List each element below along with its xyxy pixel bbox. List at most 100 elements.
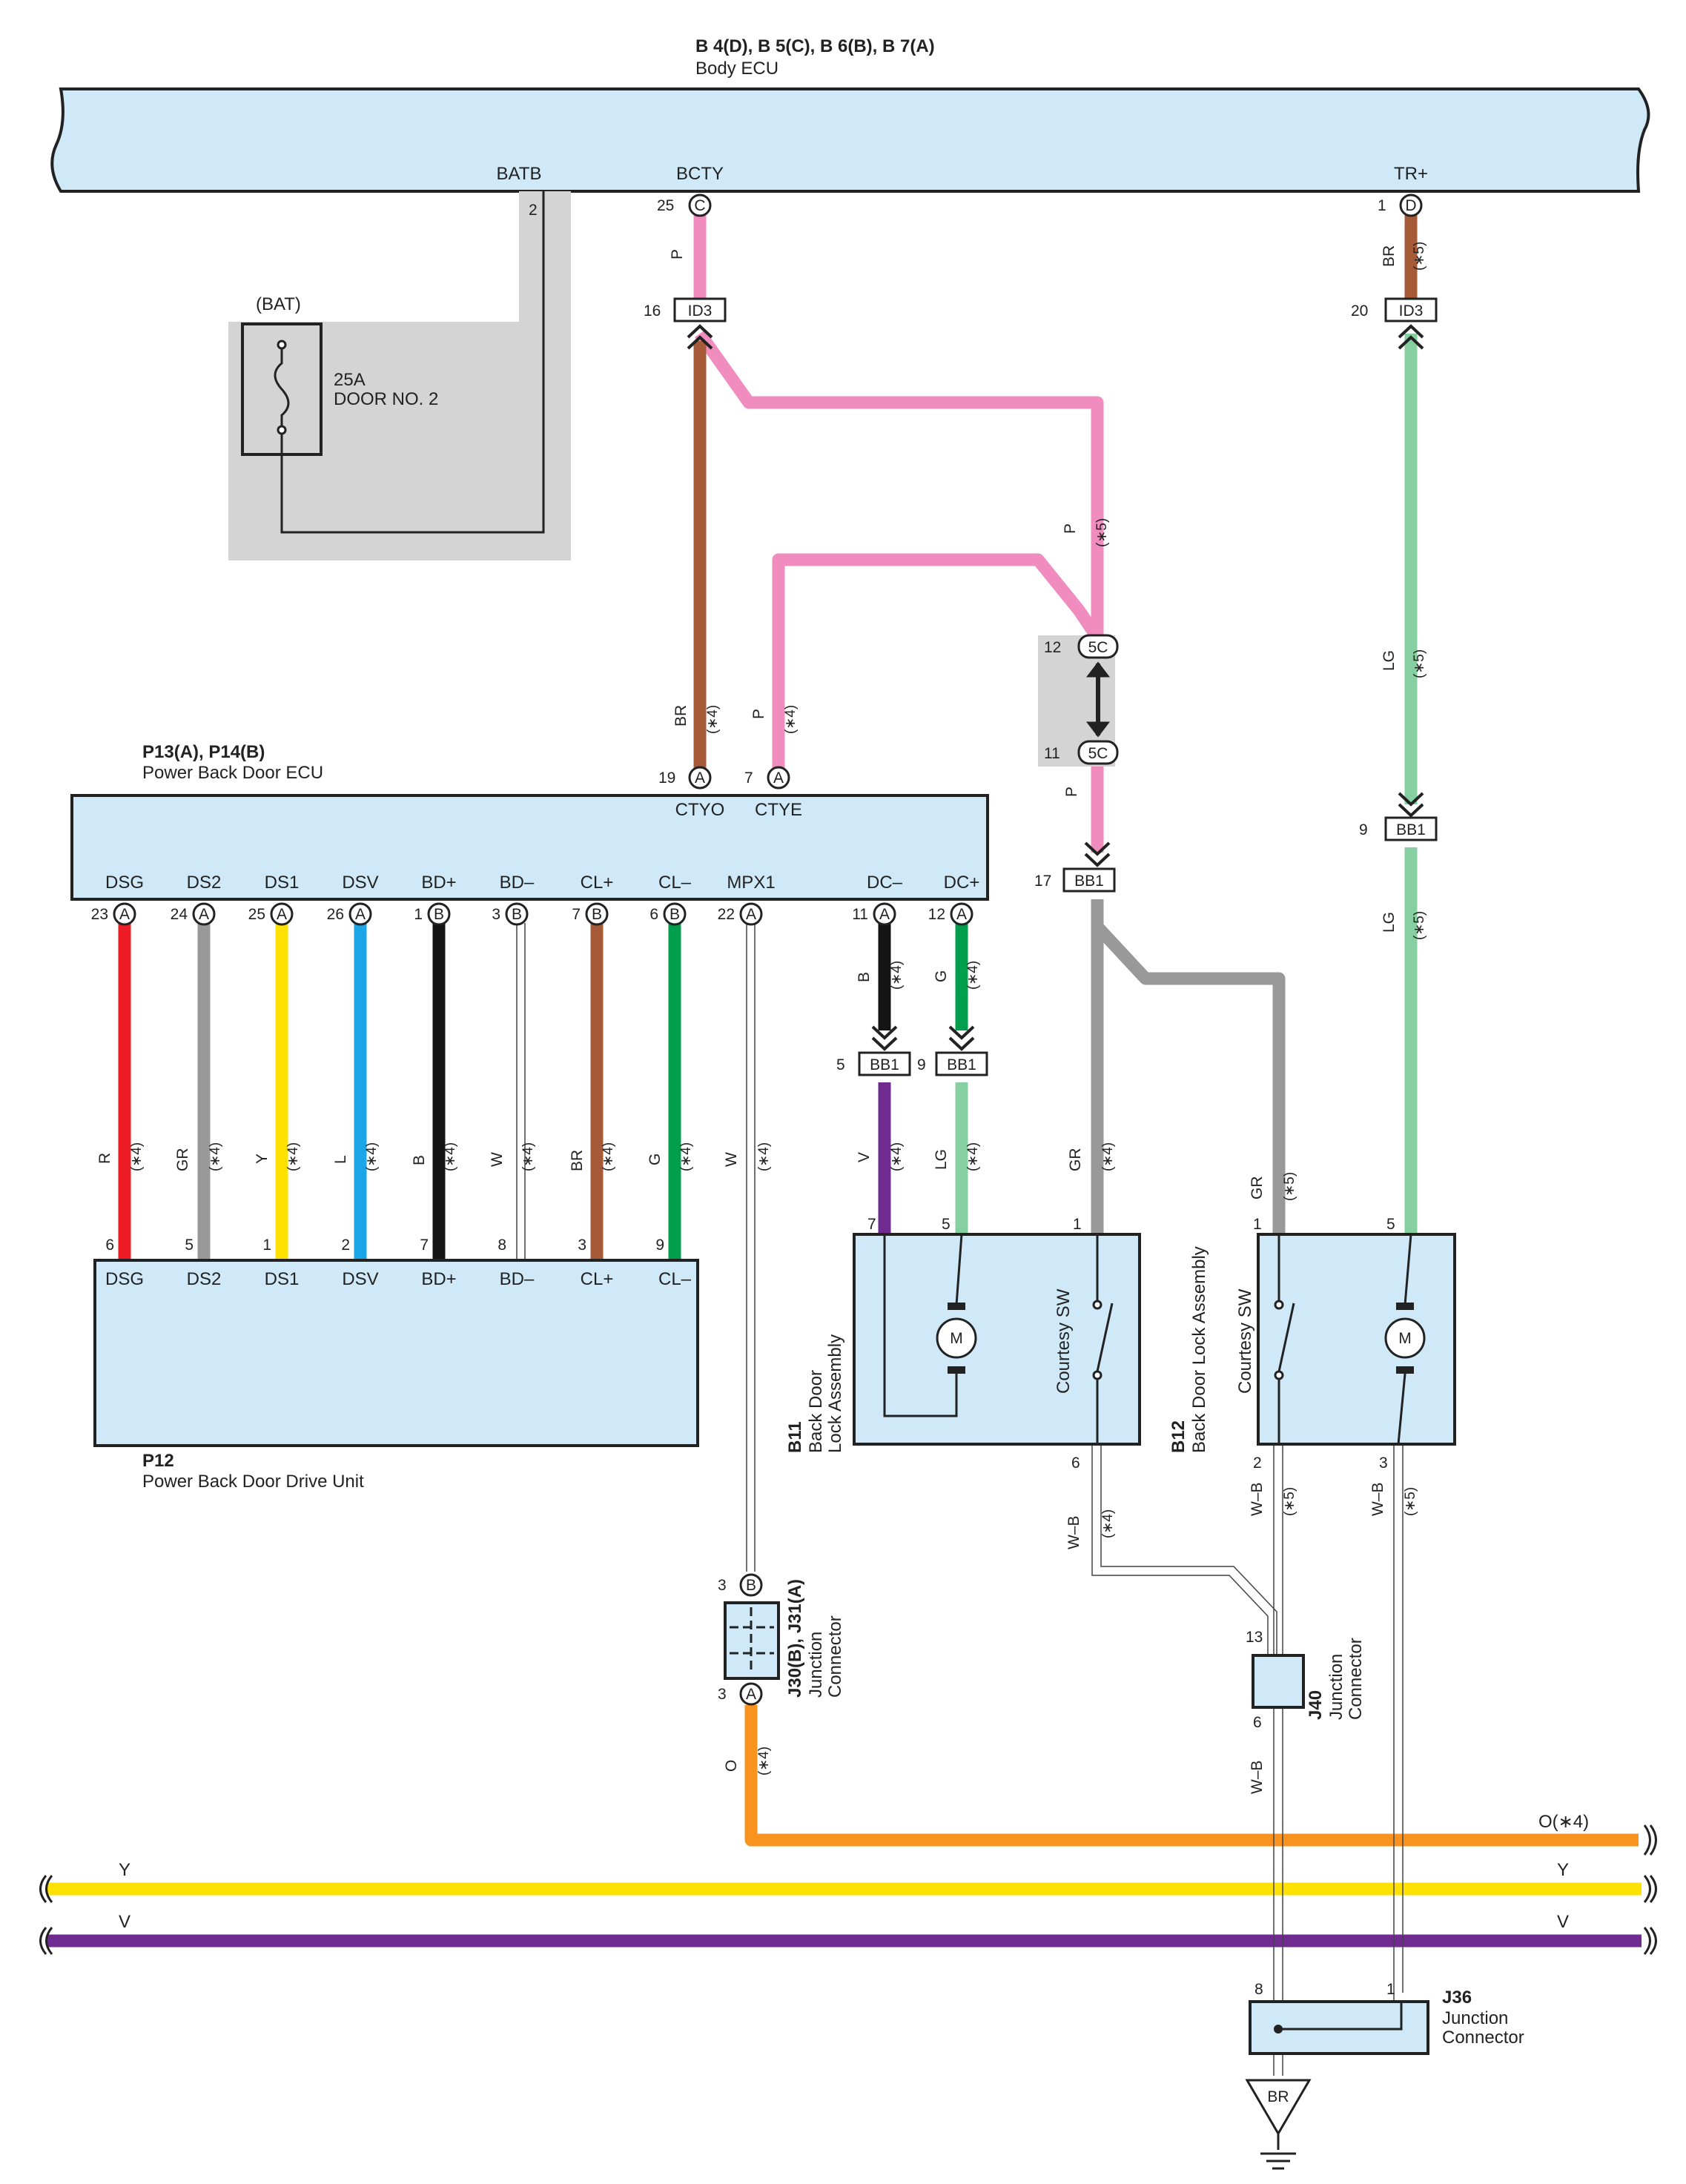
svg-text:1: 1 (1253, 1216, 1262, 1233)
svg-text:5C: 5C (1088, 745, 1108, 762)
svg-text:19: 19 (658, 770, 675, 787)
svg-text:5: 5 (1386, 1216, 1395, 1233)
ecu-pin-num: 3 (492, 906, 500, 923)
wire-label: (∗4) (285, 1142, 301, 1171)
id3-connectors: ID3 16 ID3 20 (644, 297, 1438, 350)
body-ecu-box (50, 87, 1650, 193)
ecu-pin-label: DS2 (187, 873, 222, 893)
du-pin-label: CL– (658, 1269, 692, 1289)
svg-text:J40: J40 (1306, 1690, 1326, 1720)
fuse-symbol (274, 345, 290, 430)
svg-text:CTYE: CTYE (755, 800, 802, 820)
svg-text:Connector: Connector (1346, 1638, 1366, 1720)
wire-label: BR (672, 705, 690, 727)
wire-label: W (723, 1152, 740, 1167)
svg-text:1: 1 (1073, 1216, 1082, 1233)
wire-label: LG (1381, 650, 1398, 671)
svg-text:8: 8 (1254, 1981, 1263, 1998)
du-pin-label: BD– (500, 1269, 535, 1289)
svg-text:A: A (746, 1686, 756, 1703)
fuse-rating: 25A (334, 370, 366, 390)
junction-5c: 5C 12 5C 11 (1038, 634, 1119, 767)
svg-text:2: 2 (1253, 1455, 1262, 1472)
svg-text:12: 12 (1044, 639, 1061, 656)
svg-text:M: M (950, 1330, 963, 1347)
wire-label: (∗4) (705, 705, 721, 734)
j40-junction: 13 6 J40 Junction Connector (1246, 1629, 1366, 1731)
wire-label: (∗5) (1412, 911, 1427, 940)
b11-switch-icon (1096, 1303, 1114, 1372)
svg-text:B: B (434, 906, 444, 923)
svg-text:9: 9 (917, 1056, 926, 1073)
ecu-pin-label: DS1 (265, 873, 300, 893)
wire-label: B (411, 1155, 428, 1165)
svg-text:13: 13 (1246, 1629, 1263, 1646)
wire-label: (∗4) (1100, 1142, 1116, 1171)
bus-ends (39, 1824, 1657, 1955)
du-pin-num: 1 (262, 1237, 271, 1254)
j30-j31-junction: B 3 A 3 J30(B), J31(A) Junction Connecto… (718, 1573, 845, 1706)
du-pin-label: DS2 (187, 1269, 222, 1289)
wire-label: (∗4) (678, 1142, 694, 1171)
ecu-pin-label: CL+ (581, 873, 614, 893)
orange-note: O(∗4) (1538, 1812, 1589, 1832)
svg-text:Connector: Connector (1442, 2028, 1524, 2048)
svg-text:3: 3 (1379, 1455, 1388, 1472)
ecu-pin-label: DSG (105, 873, 144, 893)
ecu-pin-num: 25 (248, 906, 265, 923)
wire-label: (∗5) (1412, 242, 1427, 271)
wire-label: (∗4) (443, 1142, 458, 1171)
ecu-pin-label: BD– (500, 873, 535, 893)
body-ecu-connectors: C 25 D 1 (657, 193, 1423, 217)
pin-num-trp: 1 (1378, 197, 1386, 214)
wire-label: W–B (1249, 1760, 1266, 1794)
wire-label: (∗4) (889, 1142, 905, 1171)
wire-label: W–B (1369, 1482, 1386, 1516)
svg-text:Junction: Junction (1326, 1654, 1346, 1720)
svg-text:BR: BR (1267, 2088, 1289, 2105)
svg-text:Lock Assembly: Lock Assembly (825, 1334, 845, 1453)
ecu-pin-label: DC– (867, 873, 903, 893)
svg-text:5: 5 (942, 1216, 951, 1233)
fuse-wire (280, 191, 545, 534)
svg-text:3: 3 (718, 1577, 727, 1594)
svg-text:A: A (956, 906, 967, 923)
wire-label: G (933, 970, 950, 982)
wire-label: (∗4) (601, 1142, 616, 1171)
du-pin-label: BD+ (421, 1269, 456, 1289)
svg-text:5C: 5C (1088, 639, 1108, 656)
du-pin-num: 5 (185, 1237, 194, 1254)
pbd-ecu-bottom-pins: DSGA23DS2A24DS1A25DSVA26BD+B1BD–B3CL+B7C… (91, 873, 979, 926)
wire-label: G (647, 1154, 664, 1165)
wire-label: Y (254, 1154, 271, 1164)
svg-text:1: 1 (1386, 1981, 1395, 1998)
ecu-pin-num: 12 (928, 906, 945, 923)
wire-label: (∗4) (520, 1142, 536, 1171)
wire-label: W (489, 1152, 506, 1167)
svg-text:Courtesy SW: Courtesy SW (1235, 1288, 1255, 1394)
wire-label: BR (1381, 245, 1398, 267)
bus-v-left: V (119, 1912, 130, 1932)
wire-label: (∗4) (965, 1142, 981, 1171)
svg-text:Junction: Junction (806, 1632, 826, 1698)
drive-unit-name: Power Back Door Drive Unit (142, 1472, 364, 1492)
fuse-shade-area (228, 191, 571, 560)
wire-label: P (1063, 787, 1080, 797)
wire-label: (∗4) (783, 705, 799, 734)
du-pin-label: DS1 (265, 1269, 300, 1289)
b12-motor-icon (1384, 1317, 1426, 1359)
pin-label-batb: BATB (497, 164, 542, 184)
body-ecu-name: Body ECU (695, 59, 778, 79)
wire-label: GR (1249, 1177, 1266, 1200)
wire-label: O (723, 1760, 740, 1772)
wire-label: (∗5) (1094, 518, 1110, 547)
svg-text:3: 3 (718, 1686, 727, 1703)
ecu-pin-num: 22 (718, 906, 735, 923)
svg-text:7: 7 (744, 770, 753, 787)
svg-text:ID3: ID3 (688, 302, 713, 320)
wire-label: BR (569, 1150, 586, 1171)
wire-label: (∗4) (208, 1142, 223, 1171)
svg-text:A: A (119, 906, 130, 923)
